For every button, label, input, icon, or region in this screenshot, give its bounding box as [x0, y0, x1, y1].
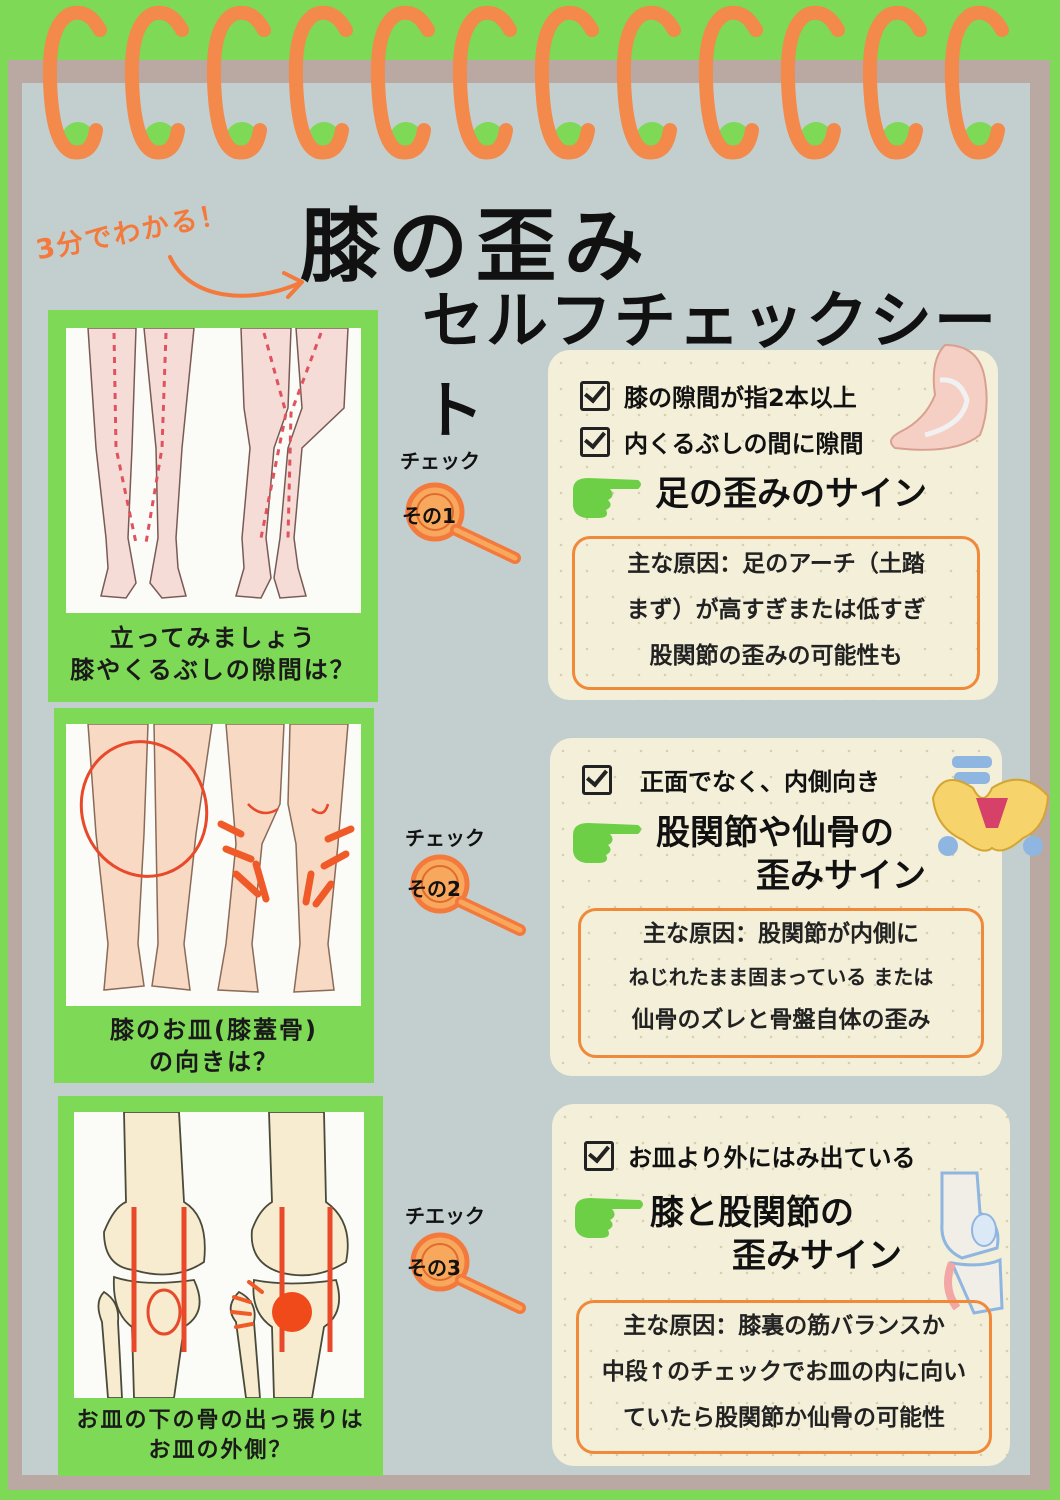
- foot-icon: [890, 343, 988, 451]
- check1-label-bottom: その1: [402, 504, 456, 528]
- cause-line: 中段↑のチェックでお皿の内に向い: [601, 1359, 967, 1385]
- check2-cause: 主な原因：股関節が内側に ねじれたまま固まっている または 仙骨のズレと骨盤自体…: [578, 908, 984, 1058]
- check3-label-top: チエック: [405, 1204, 485, 1228]
- check3-label-bottom: その3: [407, 1256, 461, 1280]
- checkbox-icon: [582, 764, 612, 795]
- caption-line: 膝やくるぶしの隙間は？: [70, 656, 356, 685]
- cause-line: 仙骨のズレと骨盤自体の歪み: [631, 1007, 931, 1033]
- ring-icon: [42, 5, 107, 160]
- magnifier-icon: [405, 482, 521, 564]
- sign-line: 膝と股関節の: [650, 1193, 854, 1233]
- cause-line: ねじれたまま固まっている または: [628, 965, 934, 989]
- caption-line: お皿の下の骨の出っ張りは: [76, 1408, 365, 1433]
- knee-joint-icon: [940, 1171, 1004, 1315]
- check3-caption: お皿の下の骨の出っ張りは お皿の外側？: [58, 1406, 383, 1465]
- ring-icon: [42, 5, 1009, 160]
- ring-icon: [206, 5, 271, 160]
- pointing-hand-icon: [572, 478, 641, 518]
- knee-bones-illustration: [74, 1112, 364, 1398]
- check2-label-top: チェック: [405, 826, 485, 850]
- ring-icon: [534, 5, 599, 160]
- check1-label-top: チェック: [400, 449, 480, 473]
- ring-icon: [452, 5, 517, 160]
- check-item-text: お皿より外にはみ出ている: [628, 1144, 916, 1172]
- check1-cause: 主な原因：足のアーチ（土踏 まず）が高すぎまたは低すぎ 股関節の歪みの可能性も: [572, 536, 980, 690]
- sign-line: 股関節や仙骨の: [656, 813, 894, 853]
- caption-line: お皿の外側？: [148, 1437, 293, 1463]
- caption-line: の向きは？: [149, 1048, 279, 1077]
- pelvis-icon: [931, 756, 1050, 856]
- ring-icon: [698, 5, 763, 160]
- checkbox-icon: [580, 426, 610, 457]
- checkbox-icon: [584, 1140, 614, 1171]
- cause-line: 股関節の歪みの可能性も: [649, 643, 903, 669]
- pointing-hand-icon: [572, 823, 641, 863]
- ring-icon: [862, 5, 927, 160]
- sign-line: 歪みサイン: [732, 1235, 902, 1276]
- caption-line: 膝のお皿(膝蓋骨): [110, 1016, 318, 1044]
- sign-line: 足の歪みのサイン: [655, 474, 927, 514]
- legs-illustration: [66, 724, 361, 1006]
- ring-icon: [288, 5, 353, 160]
- cause-line: 主な原因：膝裏の筋バランスか: [623, 1313, 945, 1339]
- cause-line: 主な原因：足のアーチ（土踏: [627, 551, 925, 577]
- check2-label-bottom: その2: [407, 877, 461, 901]
- check1-caption: 立ってみましょう 膝やくるぶしの隙間は？: [48, 622, 378, 687]
- check-item-text: 正面でなく、内側向き: [640, 768, 880, 796]
- ring-icon: [124, 5, 189, 160]
- ring-icon: [616, 5, 681, 160]
- page-title: 膝の歪み: [300, 200, 652, 293]
- check2-caption: 膝のお皿(膝蓋骨) の向きは？: [54, 1014, 374, 1079]
- check1-item: 内くるぶしの間に隙間: [580, 424, 864, 459]
- check3-item: お皿より外にはみ出ている: [584, 1138, 916, 1173]
- check2-sign: 股関節や仙骨の 歪みサイン: [656, 812, 926, 897]
- check-item-text: 内くるぶしの間に隙間: [624, 430, 864, 458]
- check3-card: [552, 1104, 1010, 1466]
- check-item-text: 膝の隙間が指2本以上: [624, 384, 857, 412]
- check3-cause: 主な原因：膝裏の筋バランスか 中段↑のチェックでお皿の内に向い ていたら股関節か…: [576, 1300, 992, 1454]
- caption-line: 立ってみましょう: [109, 624, 317, 652]
- magnifier-icon: [410, 854, 526, 936]
- pointing-hand-icon: [574, 1198, 643, 1238]
- legs-illustration: [66, 328, 361, 613]
- check3-sign: 膝と股関節の 歪みサイン: [650, 1192, 902, 1277]
- cause-line: まず）が高すぎまたは低すぎ: [626, 597, 926, 623]
- ring-icon: [370, 5, 435, 160]
- magnifier-icon: [410, 1232, 526, 1314]
- ring-icon: [780, 5, 845, 160]
- check1-sign: 足の歪みのサイン: [655, 473, 927, 516]
- cause-line: 主な原因：股関節が内側に: [643, 921, 919, 947]
- ring-icon: [944, 5, 1009, 160]
- check2-item: 正面でなく、内側向き: [582, 762, 880, 797]
- checkbox-icon: [580, 380, 610, 411]
- arrow-icon: [168, 255, 304, 299]
- check2-card: [550, 738, 1002, 1076]
- check1-card: [548, 350, 998, 700]
- cause-line: ていたら股関節か仙骨の可能性: [623, 1405, 945, 1431]
- page-subtitle: セルフチェックシート: [422, 284, 999, 447]
- sign-line: 歪みサイン: [756, 855, 926, 896]
- check1-item: 膝の隙間が指2本以上: [580, 378, 857, 413]
